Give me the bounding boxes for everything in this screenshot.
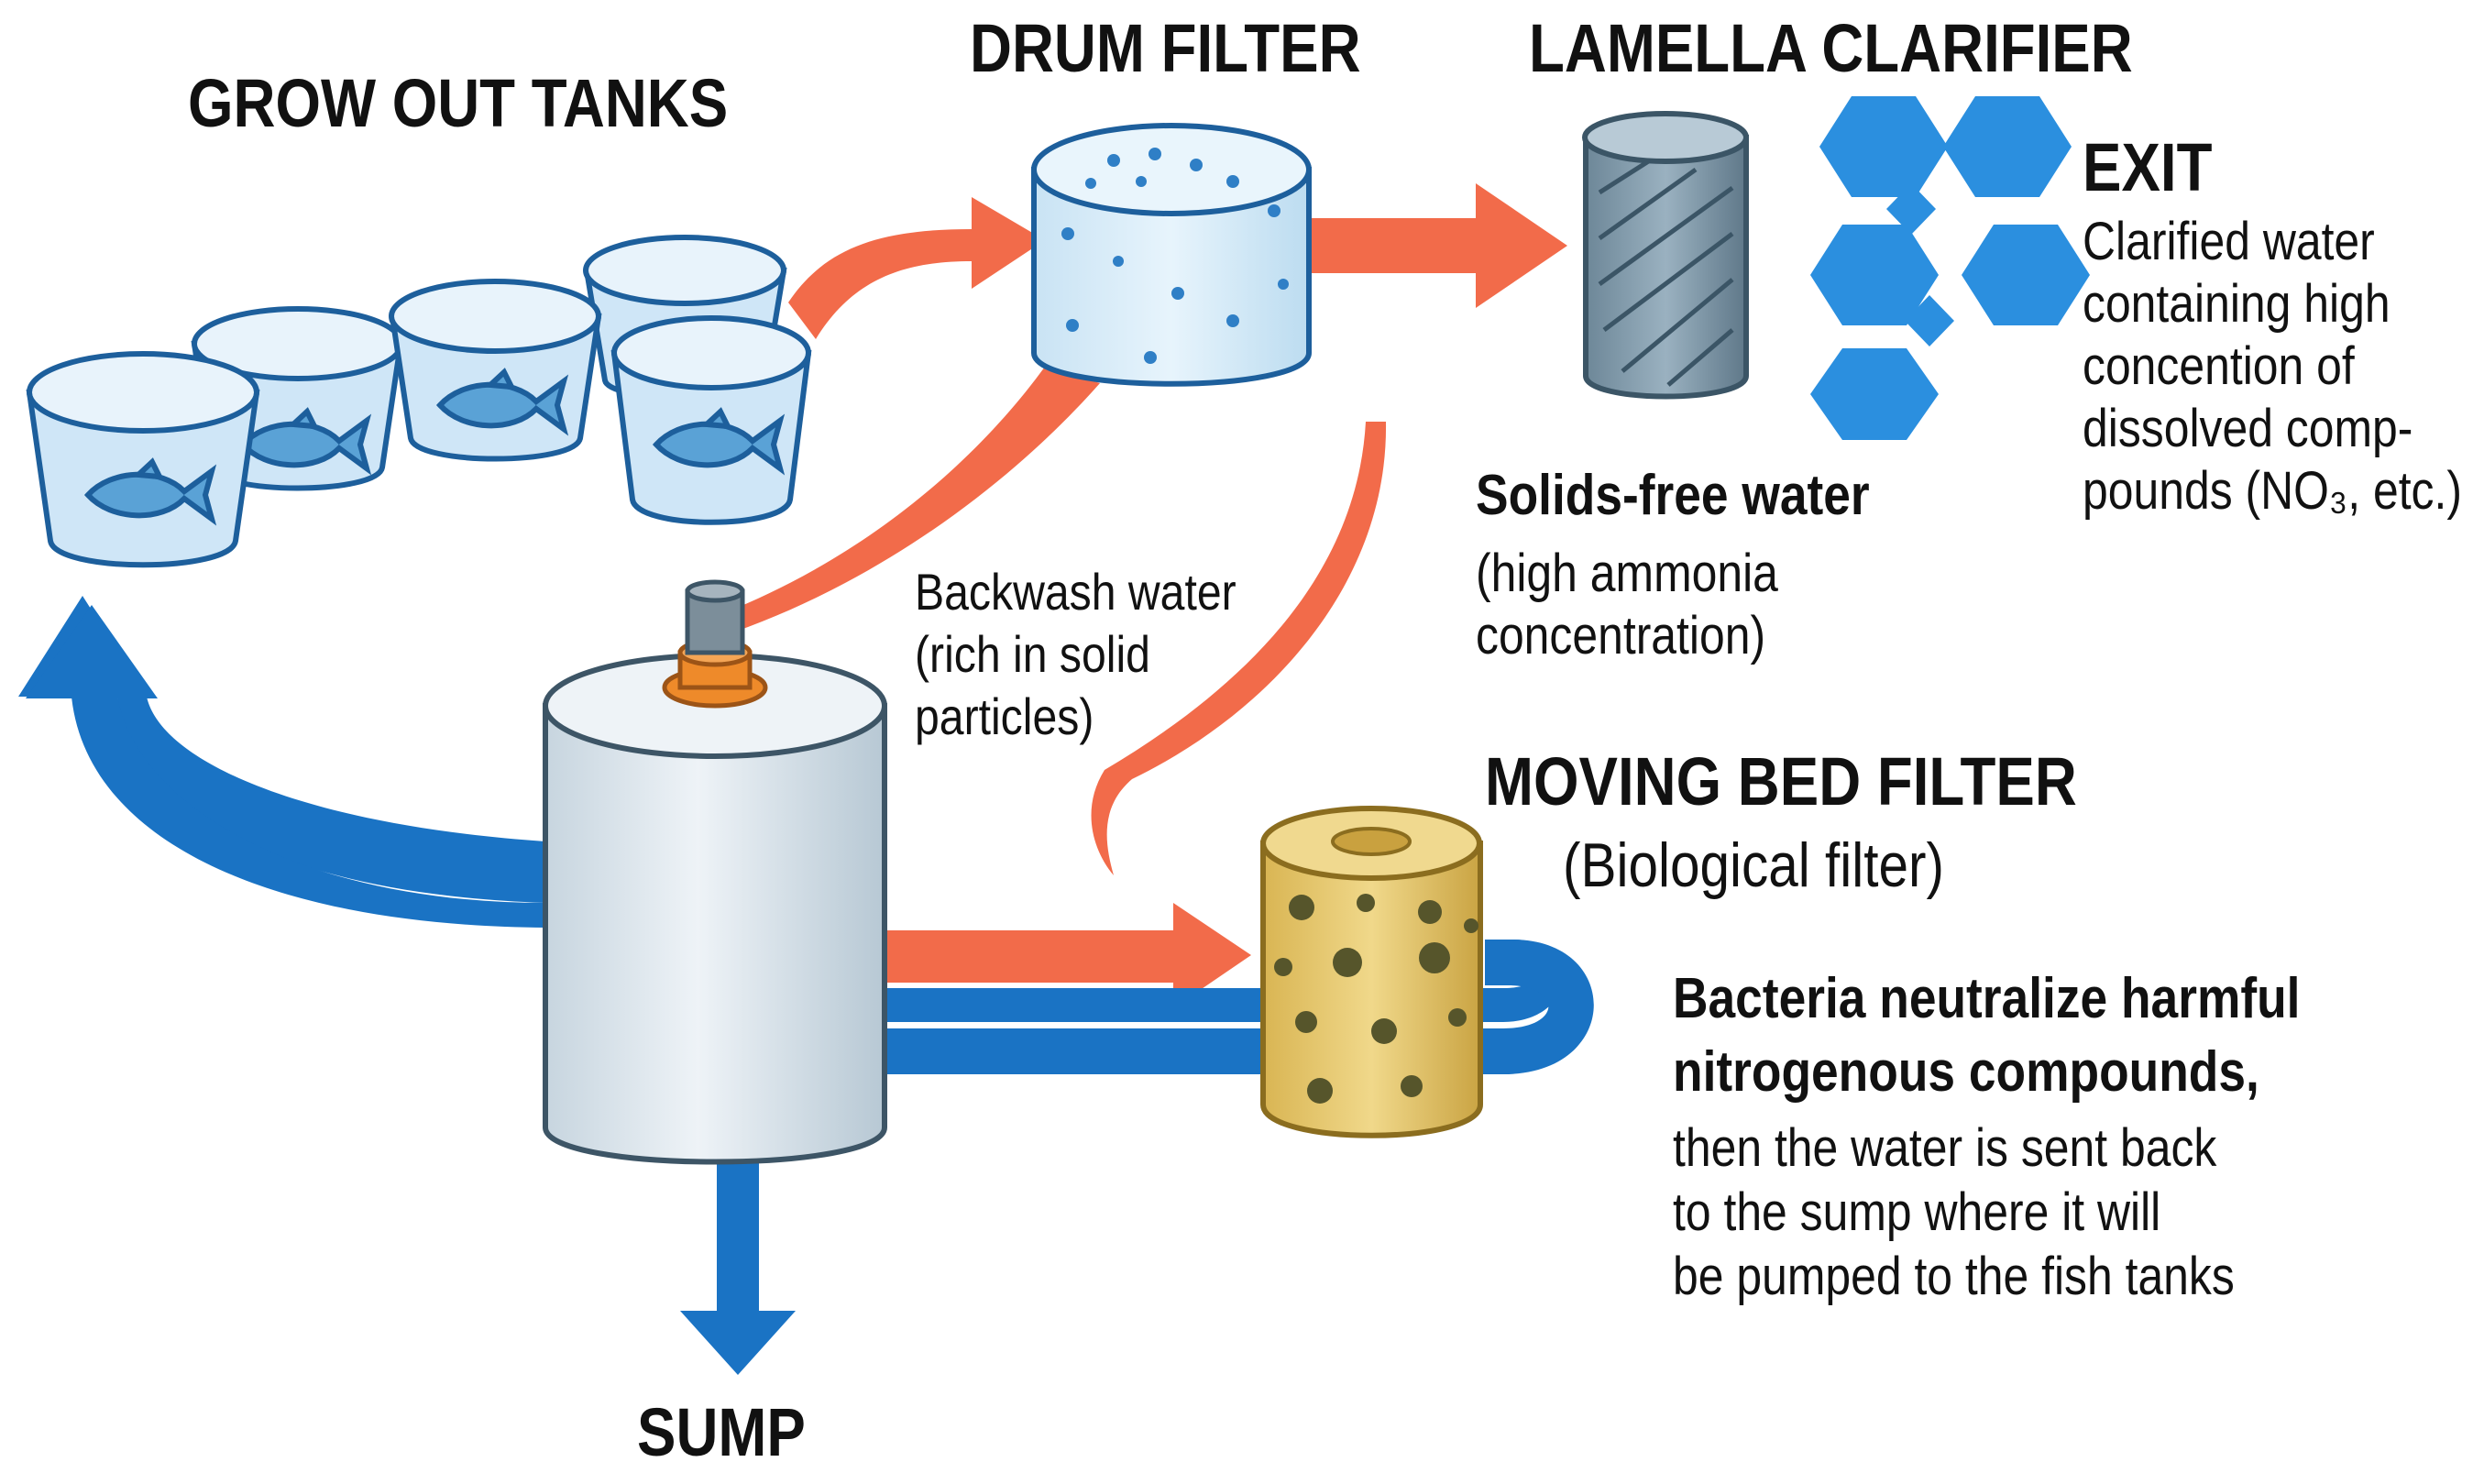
label-lamella-clarifier: LAMELLA CLARIFIER: [1529, 10, 2133, 86]
exit-line-4: dissolved comp-: [2083, 399, 2413, 458]
tank-3: [389, 279, 602, 462]
label-exit-description: Clarified water containing high concenti…: [2083, 211, 2462, 522]
label-bacteria-continuation: then the water is sent back to the sump …: [1673, 1116, 2235, 1309]
exit-line-2: containing high: [2083, 274, 2391, 334]
sump-tank: [543, 579, 887, 1165]
bacteria-line-5: be pumped to the fish tanks: [1673, 1247, 2235, 1306]
flow-sump-down: [680, 1160, 796, 1375]
label-backwash-water: Backwash water (rich in solid particles): [915, 561, 1236, 748]
bacteria-line-3: then the water is sent back: [1673, 1118, 2217, 1178]
label-biological-filter: (Biological filter): [1563, 830, 1944, 900]
moving-bed-filter: [1260, 806, 1483, 1138]
grow-out-tanks: [26, 235, 812, 568]
backwash-line-2: (rich in solid: [915, 625, 1150, 683]
backwash-line-1: Backwash water: [915, 563, 1236, 621]
label-drum-filter: DRUM FILTER: [970, 10, 1361, 86]
solids-free-line-1: (high ammonia: [1476, 544, 1778, 603]
label-solids-free-description: (high ammonia concentration): [1476, 543, 1778, 667]
label-exit-title: EXIT: [2083, 129, 2213, 205]
tank-1: [26, 351, 260, 568]
exit-line-1: Clarified water: [2083, 212, 2375, 271]
label-bacteria-description: Bacteria neutralize harmful nitrogenous …: [1673, 962, 2300, 1109]
bacteria-bold-line-2: nitrogenous compounds,: [1673, 1040, 2259, 1104]
flow-sump-to-tanks: [18, 596, 545, 903]
flow-backwash-to-sump: [697, 367, 1100, 642]
exit-line-5: pounds (NO₃, etc.): [2083, 461, 2462, 521]
label-grow-out-tanks: GROW OUT TANKS: [188, 65, 729, 141]
lamella-clarifier: [1582, 111, 1749, 400]
backwash-line-3: particles): [915, 687, 1094, 745]
label-sump: SUMP: [637, 1394, 806, 1470]
drum-filter: [1031, 123, 1312, 387]
label-moving-bed-filter: MOVING BED FILTER: [1485, 743, 2077, 819]
hexagon-media-icon: [1810, 96, 2090, 440]
bacteria-line-4: to the sump where it will: [1673, 1182, 2161, 1242]
flow-tanks-to-drum: [788, 197, 1045, 339]
exit-line-3: concention of: [2083, 336, 2355, 396]
flow-sump-to-moving-bed: [885, 903, 1251, 1008]
bacteria-bold-line-1: Bacteria neutralize harmful: [1673, 967, 2301, 1030]
flow-drum-to-lamella: [1309, 183, 1567, 308]
solids-free-line-2: concentration): [1476, 606, 1766, 665]
tank-4: [610, 315, 812, 525]
label-solids-free-water: Solids-free water: [1476, 464, 1870, 527]
